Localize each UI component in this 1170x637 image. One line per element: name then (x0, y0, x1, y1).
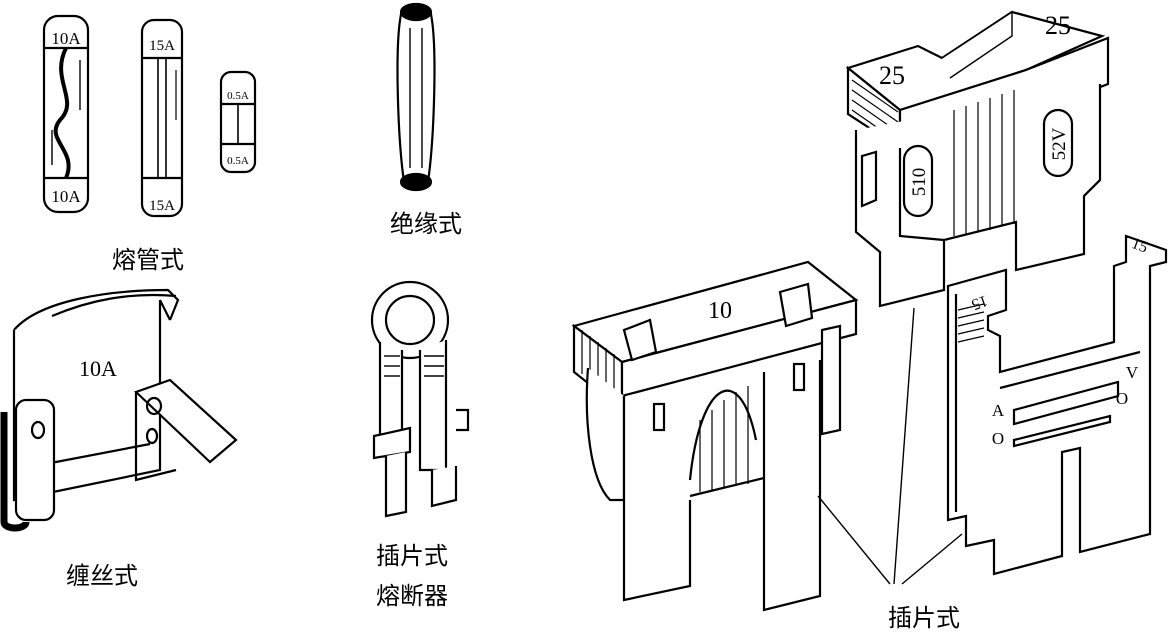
caption-glass-tube: 熔管式 (112, 246, 184, 274)
letter-V: V (1126, 363, 1139, 382)
letter-A: A (992, 401, 1005, 420)
blade-frame-right-label: 15 (1129, 235, 1150, 256)
tube-fuse-small: 0.5A 0.5A (219, 70, 257, 174)
caption-blade-small-line2: 熔断器 (376, 582, 448, 610)
tube-fuse-large: 10A 10A (42, 14, 90, 214)
tube-small-top-label: 0.5A (227, 90, 249, 102)
leader-lines (817, 307, 963, 585)
tube-medium-bottom-label: 15A (149, 198, 175, 214)
tube-large-top-label: 10A (51, 29, 81, 48)
blade-frame-left-label: 15 (969, 292, 990, 313)
blade-fuse-front: 10 (571, 260, 859, 612)
blade-fuse-frame: 15 15 A O V O (946, 234, 1168, 576)
tube-fuse-medium: 15A 15A (140, 18, 184, 218)
small-blade-fuse (370, 280, 470, 518)
tube-small-bottom-label: 0.5A (227, 155, 249, 167)
insulated-fuse (396, 2, 436, 192)
wire-wound-fuse: 10A (0, 288, 238, 532)
glass-tube-fuses: 10A 10A 15A 15A 0.5A 0.5A (42, 14, 257, 218)
caption-wire-wound: 缠丝式 (66, 562, 138, 590)
blade-front-rating-label: 10 (708, 298, 732, 324)
wire-wound-rating-label: 10A (79, 356, 117, 381)
caption-blade-small-line1: 插片式 (376, 542, 448, 570)
tube-medium-top-label: 15A (149, 38, 175, 54)
letter-O-left: O (992, 429, 1004, 448)
caption-blade-group: 插片式 (888, 604, 960, 632)
blade-oval-left-label: 510 (909, 168, 930, 197)
tube-large-bottom-label: 10A (51, 187, 81, 206)
blade-top-right-label: 25 (1045, 11, 1071, 40)
caption-insulated: 绝缘式 (390, 210, 462, 238)
blade-top-left-label: 25 (879, 61, 905, 90)
blade-oval-right-label: 52V (1049, 127, 1070, 160)
letter-O-right: O (1116, 389, 1128, 408)
blade-fuse-top: 25 25 510 52V (845, 10, 1110, 308)
